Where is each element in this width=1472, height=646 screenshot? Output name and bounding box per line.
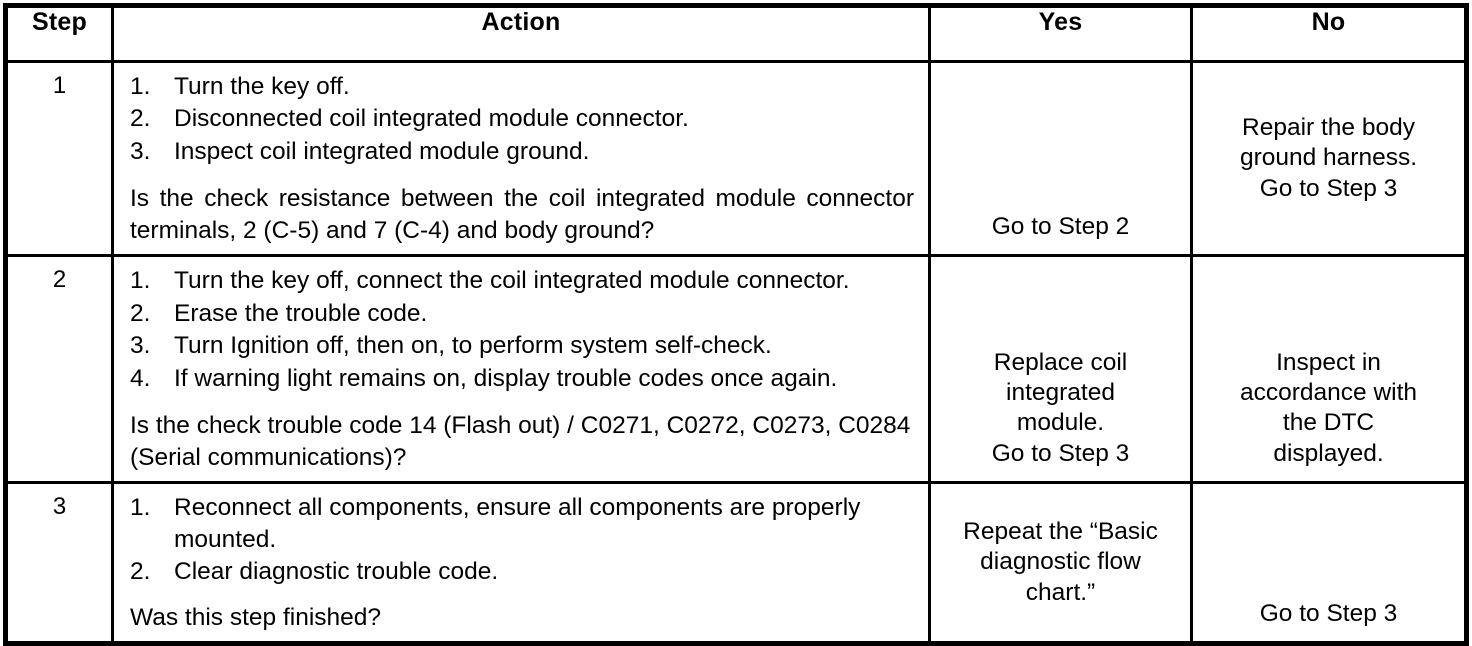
table-row: 2 1. Turn the key off, connect the coil i…	[5, 255, 1467, 485]
list-item-number: 4.	[130, 364, 151, 392]
list-item: 3. Inspect coil integrated module ground.	[130, 136, 914, 167]
list-item-text: Erase the trouble code.	[174, 299, 428, 327]
column-header-no: No	[1191, 5, 1467, 63]
column-header-step: Step	[5, 5, 114, 63]
list-item-number: 1.	[130, 73, 151, 100]
list-item-text: Turn the key off.	[174, 73, 350, 100]
column-header-action: Action	[112, 5, 931, 63]
action-question: Is the check resistance between the coil…	[130, 185, 914, 244]
column-header-yes: Yes	[929, 5, 1193, 63]
list-item: 1. Turn the key off, connect the coil int…	[130, 265, 914, 296]
list-item-text: Turn the key off, connect the coil integ…	[174, 267, 850, 295]
action-cell: 1. Turn the key off, connect the coil int…	[112, 255, 931, 485]
list-item-number: 2.	[130, 558, 151, 586]
action-cell: 1. Reconnect all components, ensure all c…	[112, 482, 931, 644]
list-item-text: Reconnect all components, ensure all com…	[174, 494, 861, 553]
list-item-number: 1.	[130, 267, 151, 295]
yes-result-text: Go to Step 2	[991, 212, 1130, 240]
action-cell: 1. Turn the key off. 2. Disconnected coil …	[112, 61, 931, 258]
list-item-number: 1.	[130, 494, 151, 522]
action-step-list: 1. Turn the key off, connect the coil int…	[130, 265, 914, 394]
table-header-row: Step Action Yes No	[5, 5, 1467, 63]
list-item: 1. Reconnect all components, ensure all c…	[130, 492, 914, 555]
no-result-cell: Go to Step 3	[1191, 482, 1467, 644]
list-item-text: Turn Ignition off, then on, to perform s…	[174, 332, 772, 360]
step-number: 2	[52, 266, 67, 294]
list-item-number: 3.	[130, 137, 151, 165]
action-question: Was this step finished?	[130, 603, 382, 631]
list-item: 2. Disconnected coil integrated module co…	[130, 103, 914, 134]
table-row: 3 1. Reconnect all components, ensure all…	[5, 482, 1467, 644]
step-number: 3	[52, 493, 67, 521]
list-item-text: Disconnected coil integrated module conn…	[174, 105, 689, 133]
list-item: 3. Turn Ignition off, then on, to perform…	[130, 330, 914, 361]
diagnostic-table-container: Step Action Yes No 1 1. Turn the key off.	[3, 3, 1469, 646]
no-result-text: Go to Step 3	[1259, 599, 1398, 627]
step-number-cell: 1	[5, 61, 114, 258]
diagnostic-trouble-code-table: Step Action Yes No 1 1. Turn the key off.	[3, 3, 1469, 646]
list-item: 1. Turn the key off.	[130, 71, 914, 102]
step-number: 1	[52, 72, 67, 99]
list-item: 2. Erase the trouble code.	[130, 298, 914, 329]
list-item-number: 3.	[130, 332, 151, 360]
action-step-list: 1. Reconnect all components, ensure all c…	[130, 492, 914, 587]
action-step-list: 1. Turn the key off. 2. Disconnected coil …	[130, 71, 914, 167]
list-item-text: Inspect coil integrated module ground.	[174, 137, 590, 165]
list-item-number: 2.	[130, 105, 151, 133]
yes-result-cell: Go to Step 2	[929, 61, 1193, 258]
step-number-cell: 2	[5, 255, 114, 485]
list-item-number: 2.	[130, 299, 151, 327]
list-item-text: If warning light remains on, display tro…	[174, 364, 838, 392]
list-item: 4. If warning light remains on, display t…	[130, 363, 914, 394]
action-question: Is the check trouble code 14 (Flash out)…	[130, 412, 911, 471]
step-number-cell: 3	[5, 482, 114, 644]
list-item: 2. Clear diagnostic trouble code.	[130, 556, 914, 587]
list-item-text: Clear diagnostic trouble code.	[174, 558, 499, 586]
table-row: 1 1. Turn the key off. 2. Disconnected coi…	[5, 61, 1467, 258]
